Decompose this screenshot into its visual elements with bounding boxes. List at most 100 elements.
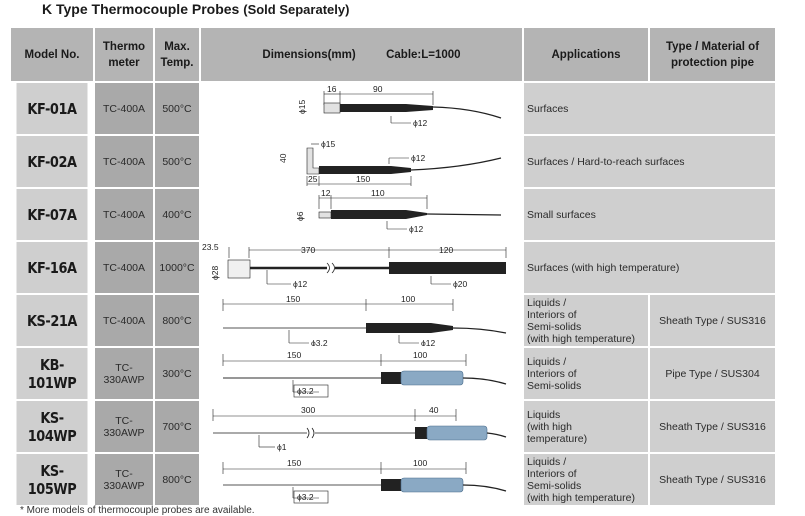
table-row: KS-105WP TC-330AWP 800°C 150 100: [10, 452, 777, 507]
table-row: KS-21A TC-400A 800°C 150 100 ϕ3.: [10, 293, 777, 348]
header-thermometer: Thermo meter: [93, 26, 155, 83]
application-line: Semi-solids: [527, 479, 582, 492]
application-line: (with high: [527, 420, 572, 433]
max-temp-cell: 500°C: [153, 81, 201, 136]
max-temp-cell: 700°C: [153, 399, 201, 454]
model-number: KF-07A: [15, 187, 89, 242]
model-number: KS-105WP: [15, 452, 89, 507]
dim-label: ϕ15: [297, 100, 307, 114]
header-thermometer-line1: Thermo: [102, 40, 146, 53]
header-applications: Applications: [522, 26, 650, 83]
header-dimensions-label: Dimensions(mm): [262, 48, 356, 61]
application-line: Interiors of: [527, 367, 577, 380]
model-number: KF-02A: [15, 134, 89, 189]
dimension-drawing: 23.5 370 120 ϕ28: [199, 240, 524, 295]
dim-label: ϕ12: [411, 153, 425, 163]
probe-cable: [410, 157, 502, 171]
probe-handle: [426, 425, 488, 441]
application-line: Liquids /: [527, 455, 567, 468]
table-row: KF-07A TC-400A 400°C 12 110 ϕ6 ϕ1: [10, 187, 777, 242]
application-line: (with high temperature): [527, 491, 635, 504]
table-row: KB-101WP TC-330AWP 300°C 150 100: [10, 346, 777, 401]
table-row: KF-02A TC-400A 500°C ϕ15 40 ϕ12: [10, 134, 777, 189]
dim-label: ϕ3.2: [297, 492, 314, 502]
probe-cable: [462, 377, 507, 385]
dim-label: 300: [301, 405, 315, 415]
application-line: Small surfaces: [527, 208, 596, 221]
thermometer-cell: TC-330AWP: [93, 399, 155, 454]
probe-drawing-kf-16a: 23.5 370 120 ϕ28: [202, 242, 507, 289]
dim-label: 150: [356, 174, 370, 184]
probe-drawing-kb-101wp: 150 100 ϕ3.2: [222, 350, 507, 398]
dim-label: ϕ3.2: [297, 386, 314, 396]
dim-label: ϕ15: [321, 139, 335, 149]
dimension-drawing: 12 110 ϕ6 ϕ12: [199, 187, 524, 242]
application-line: Liquids: [527, 408, 561, 421]
title-suffix: (Sold Separately): [243, 2, 350, 17]
dim-label: 90: [373, 84, 383, 94]
dim-label: 12: [321, 189, 331, 198]
application-line: Interiors of: [527, 308, 577, 321]
dim-label: 40: [278, 153, 288, 163]
probe-drawing-kf-02a: ϕ15 40 ϕ12 25 150: [278, 139, 502, 186]
application-line: Surfaces: [527, 102, 569, 115]
max-temp-cell: 800°C: [153, 293, 201, 348]
probe-drawing-ks-104wp: 300 40 ϕ1: [212, 405, 507, 452]
dim-label: ϕ6: [295, 211, 305, 221]
probe-drawing-kf-01a: 16 90 ϕ15 ϕ12: [297, 84, 502, 128]
application-line: Liquids /: [527, 355, 567, 368]
dim-label: 40: [429, 405, 439, 415]
application-line: Semi-solids: [527, 379, 582, 392]
probe-collar: [381, 372, 401, 384]
dimension-drawing: ϕ15 40 ϕ12 25 150: [199, 134, 524, 189]
page-title: K Type Thermocouple Probes (Sold Separat…: [42, 1, 349, 17]
probe-tip: [323, 102, 341, 114]
probe-cable: [426, 213, 502, 216]
probe-handle: [400, 477, 464, 493]
dim-label: ϕ20: [453, 279, 467, 289]
dim-label: 150: [287, 458, 301, 468]
dim-label: 100: [413, 458, 427, 468]
probe-cable: [462, 484, 507, 492]
thermometer-cell: TC-400A: [93, 293, 155, 348]
application-line: Semi-solids: [527, 320, 582, 333]
max-temp-cell: 500°C: [153, 134, 201, 189]
header-max-temp: Max. Temp.: [153, 26, 201, 83]
dim-label: ϕ12: [421, 338, 435, 346]
dim-label: 16: [327, 84, 337, 94]
title-main: K Type Thermocouple Probes: [42, 1, 240, 17]
application-line: Interiors of: [527, 467, 577, 480]
probe-drawing-ks-105wp: 150 100 ϕ3.2: [222, 458, 507, 504]
probe-handle: [340, 104, 433, 112]
probe-handle: [319, 166, 411, 174]
applications-cell: Liquids / Interiors of Semi-solids (with…: [522, 293, 650, 348]
header-type-material: Type / Material of protection pipe: [648, 26, 777, 83]
thermometer-cell: TC-400A: [93, 187, 155, 242]
probe-handle: [400, 370, 464, 386]
max-temp-cell: 1000°C: [153, 240, 201, 295]
header-model: Model No.: [9, 26, 95, 83]
table-row: KF-16A TC-400A 1000°C 23.5 370 120 ϕ28: [10, 240, 777, 295]
model-number: KF-01A: [15, 81, 89, 136]
type-material-cell: Sheath Type / SUS316: [648, 452, 777, 507]
thermometer-cell: TC-400A: [93, 81, 155, 136]
dim-label: 150: [287, 350, 301, 360]
type-material-cell: Sheath Type / SUS316: [648, 399, 777, 454]
dim-label: 370: [301, 245, 315, 255]
application-line: Liquids /: [527, 296, 567, 309]
thermometer-cell: TC-400A: [93, 240, 155, 295]
probe-tip: [318, 211, 332, 219]
probe-cable: [432, 106, 502, 119]
application-line: (with high temperature): [527, 332, 635, 345]
type-material-cell: Sheath Type / SUS316: [648, 293, 777, 348]
header-type-line2: protection pipe: [670, 56, 755, 69]
dim-label: 120: [439, 245, 453, 255]
application-line: Surfaces / Hard-to-reach surfaces: [527, 155, 685, 168]
table-row: KF-01A TC-400A 500°C 16 90 ϕ15: [10, 81, 777, 136]
dim-label: 100: [401, 295, 415, 304]
probe-cable: [452, 327, 507, 334]
dim-label: ϕ28: [210, 266, 220, 280]
applications-cell: Small surfaces: [522, 187, 777, 242]
dimension-drawing: 150 100 ϕ3.2: [199, 452, 524, 507]
applications-cell: Liquids (with high temperature): [522, 399, 650, 454]
